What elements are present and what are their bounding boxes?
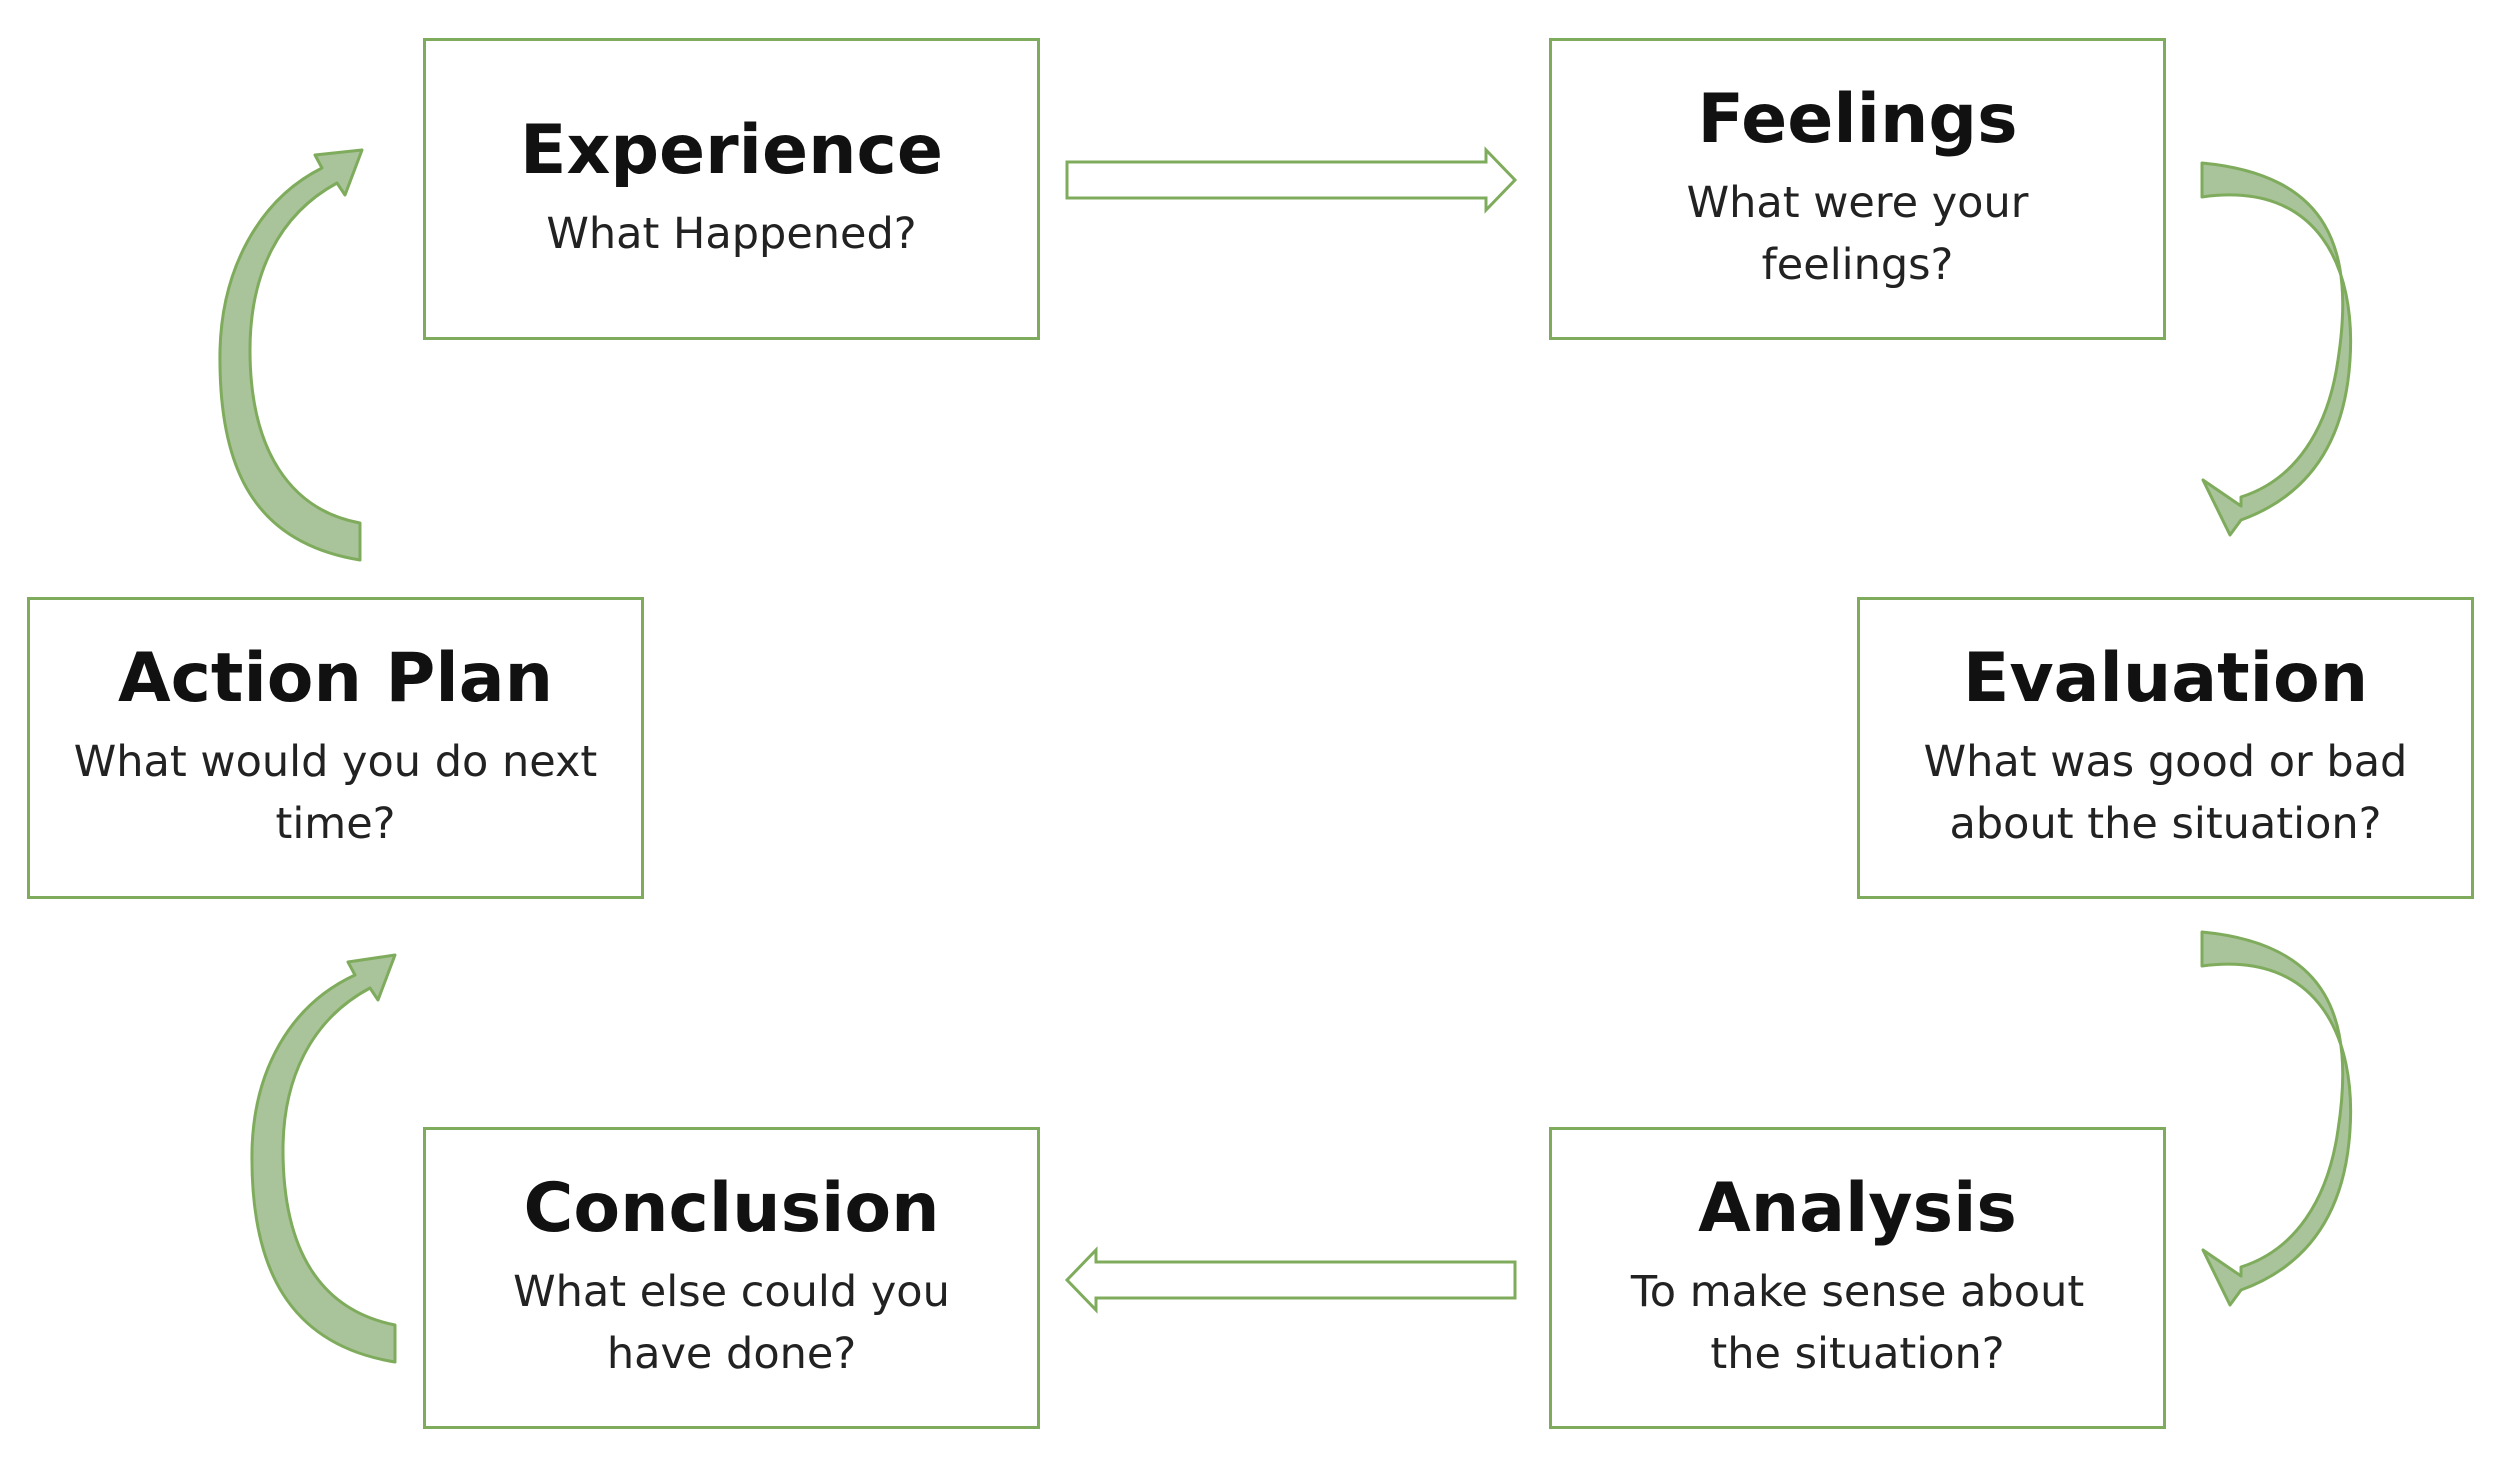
stage-title-evaluation: Evaluation [1962, 638, 2369, 718]
stage-title-experience: Experience [520, 110, 943, 190]
stage-question-feelings: What were your feelings? [1686, 177, 2029, 291]
stage-question-experience: What Happened? [546, 208, 917, 259]
stage-question-action-plan: What would you do next time? [73, 736, 598, 850]
arrow-feelings-to-evaluation [2200, 161, 2353, 537]
arrow-evaluation-to-analysis [2200, 930, 2353, 1307]
stage-box-feelings: Feelings What were your feelings? [1549, 38, 2166, 340]
stage-box-analysis: Analysis To make sense about the situati… [1549, 1127, 2166, 1429]
stage-box-experience: Experience What Happened? [423, 38, 1040, 340]
stage-box-conclusion: Conclusion What else could you have done… [423, 1127, 1040, 1429]
stage-title-feelings: Feelings [1697, 79, 2018, 159]
stage-box-evaluation: Evaluation What was good or bad about th… [1857, 597, 2474, 899]
arrow-analysis-to-conclusion [1064, 1246, 1517, 1314]
stage-question-analysis: To make sense about the situation? [1630, 1266, 2085, 1380]
arrow-conclusion-to-action [250, 953, 397, 1364]
stage-question-conclusion: What else could you have done? [513, 1266, 950, 1380]
stage-title-analysis: Analysis [1698, 1168, 2017, 1248]
stage-box-action-plan: Action Plan What would you do next time? [27, 597, 644, 899]
stage-title-conclusion: Conclusion [523, 1168, 940, 1248]
stage-title-action-plan: Action Plan [118, 638, 553, 718]
arrow-action-to-experience [218, 148, 364, 562]
arrow-experience-to-feelings [1065, 146, 1518, 214]
stage-question-evaluation: What was good or bad about the situation… [1923, 736, 2408, 850]
